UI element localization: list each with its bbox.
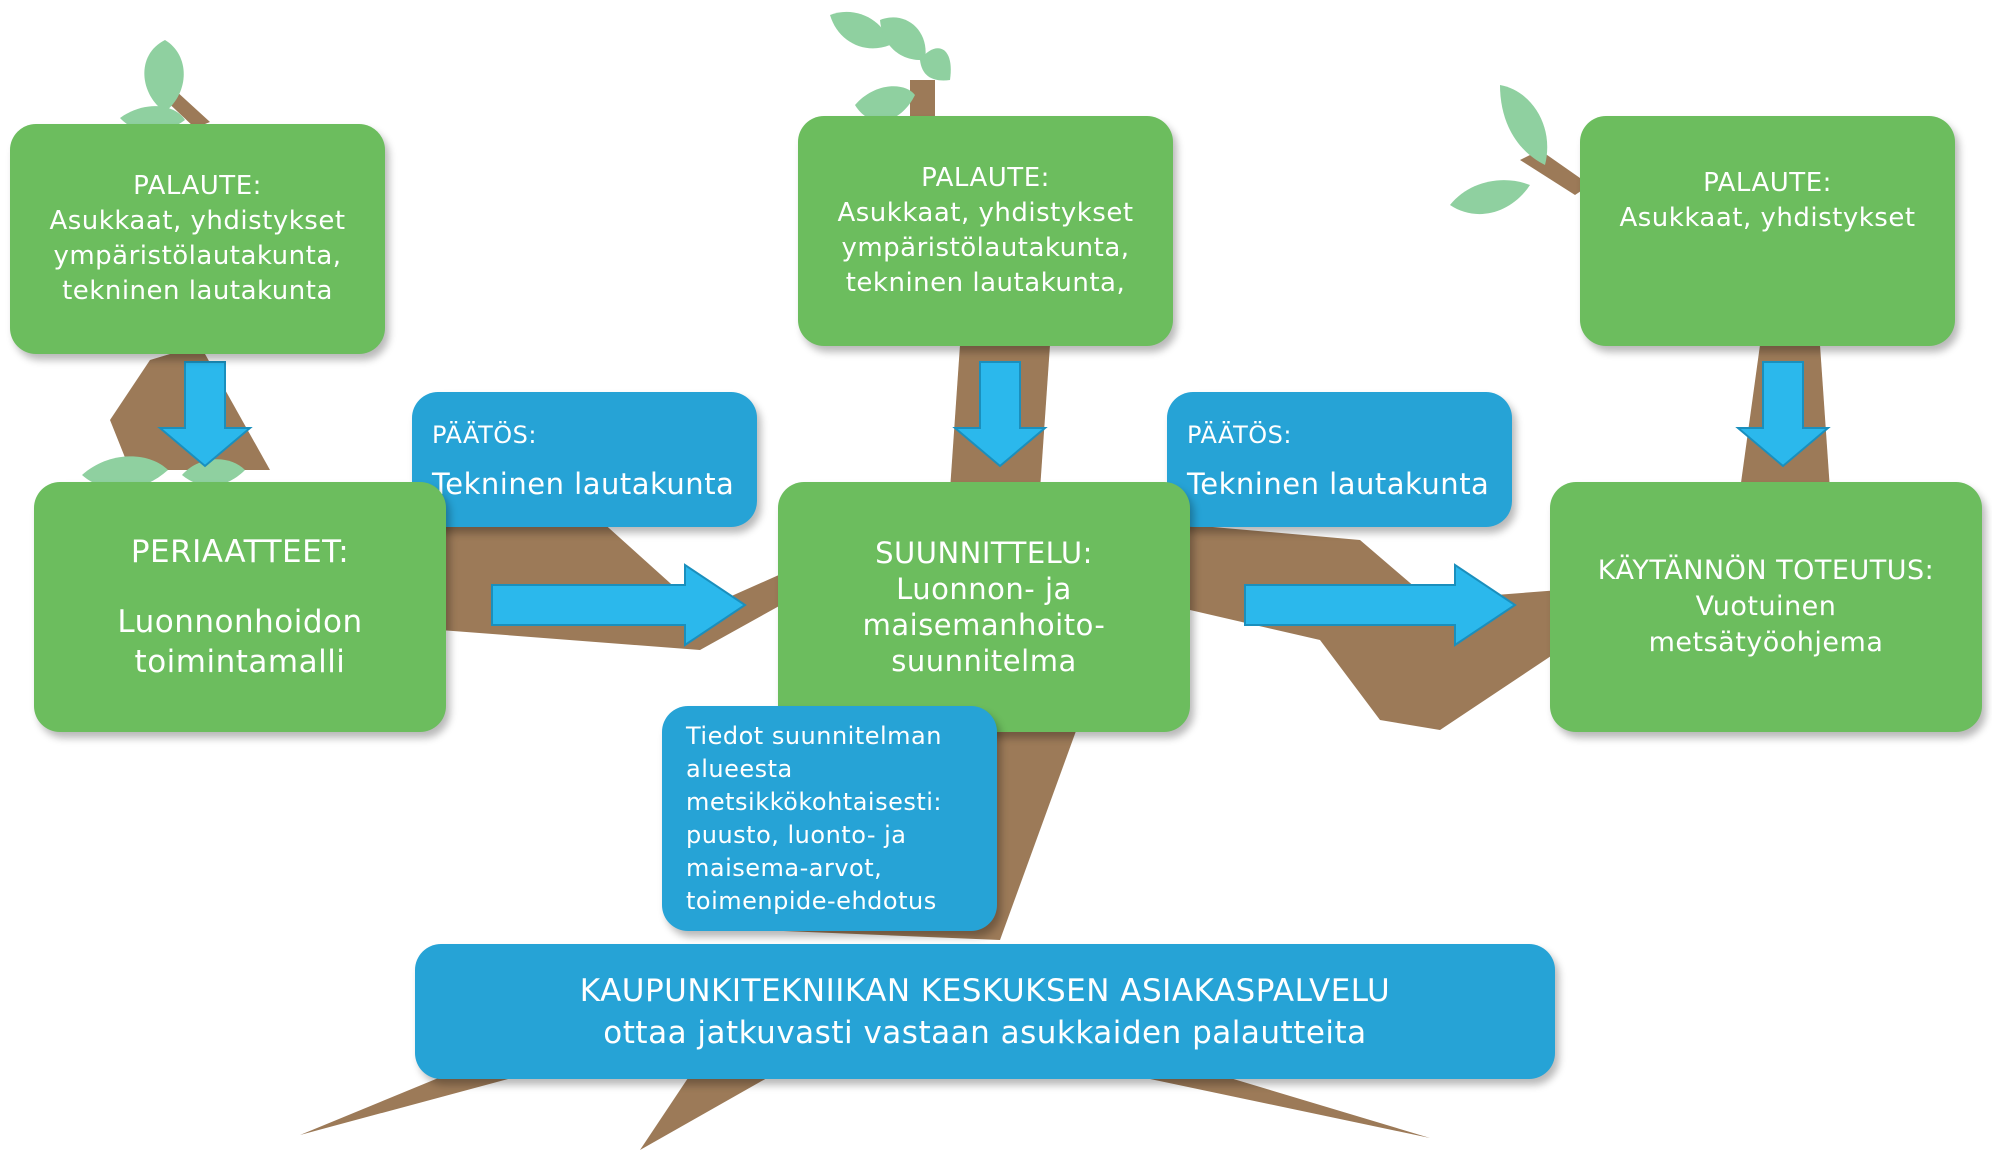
stage-title: SUUNNITTELU:: [875, 536, 1093, 570]
stage-box-implementation: KÄYTÄNNÖN TOTEUTUS: Vuotuinen metsätyöoh…: [1550, 482, 1982, 732]
stage-box-principles: PERIAATTEET: Luonnonhoidon toimintamalli: [34, 482, 446, 732]
customer-service-subtitle: ottaa jatkuvasti vastaan asukkaiden pala…: [603, 1014, 1367, 1051]
feedback-line: Asukkaat, yhdistykset: [837, 198, 1134, 228]
decision-body: Tekninen lautakunta: [1187, 466, 1490, 501]
leaf-icon: [920, 48, 951, 81]
decision-title: PÄÄTÖS:: [432, 420, 537, 449]
info-box: Tiedot suunnitelman alueesta metsikkökoh…: [662, 706, 997, 931]
stage-line: metsätyöohjema: [1648, 627, 1884, 658]
info-line: alueesta: [686, 754, 793, 783]
stage-title: PERIAATTEET:: [130, 534, 350, 570]
feedback-line: tekninen lautakunta,: [845, 268, 1126, 298]
feedback-title: PALAUTE:: [133, 171, 262, 201]
stage-line: Luonnonhoidon: [117, 604, 363, 640]
feedback-line: Asukkaat, yhdistykset: [1619, 203, 1916, 233]
stage-line: suunnitelma: [891, 644, 1077, 678]
customer-service-title: KAUPUNKITEKNIIKAN KESKUKSEN ASIAKASPALVE…: [579, 972, 1391, 1009]
twig-upper-middle: [910, 80, 935, 120]
decision-box-2: PÄÄTÖS: Tekninen lautakunta: [1167, 392, 1512, 527]
arrow-right-2: [1244, 563, 1517, 647]
feedback-box-middle: PALAUTE: Asukkaat, yhdistykset ympäristö…: [798, 116, 1173, 346]
feedback-line: ympäristölautakunta,: [53, 241, 342, 271]
info-line: maisema-arvot,: [686, 853, 883, 882]
root-center: [640, 1060, 790, 1150]
stage-box-planning: SUUNNITTELU: Luonnon- ja maisemanhoito- …: [778, 482, 1190, 732]
arrow-down-3: [1735, 361, 1831, 468]
arrow-down-2: [952, 361, 1048, 468]
customer-service-box: KAUPUNKITEKNIIKAN KESKUKSEN ASIAKASPALVE…: [415, 944, 1555, 1079]
stage-line: Vuotuinen: [1695, 591, 1837, 622]
decision-title: PÄÄTÖS:: [1187, 420, 1292, 449]
arrow-right-1: [491, 563, 747, 647]
feedback-line: ympäristölautakunta,: [841, 233, 1130, 263]
twig-upper-right: [1520, 150, 1590, 195]
info-line: puusto, luonto- ja: [686, 820, 907, 849]
info-line: Tiedot suunnitelman: [686, 721, 942, 750]
leaf-icon: [182, 459, 245, 486]
feedback-box-left: PALAUTE: Asukkaat, yhdistykset ympäristö…: [10, 124, 385, 354]
decision-body: Tekninen lautakunta: [432, 466, 735, 501]
leaf-icon: [830, 11, 890, 49]
stage-title: KÄYTÄNNÖN TOTEUTUS:: [1597, 555, 1935, 586]
stage-line: maisemanhoito-: [862, 608, 1106, 642]
info-line: metsikkökohtaisesti:: [686, 787, 943, 816]
feedback-title: PALAUTE:: [1703, 168, 1832, 198]
feedback-title: PALAUTE:: [921, 163, 1050, 193]
leaf-icon: [1500, 85, 1548, 165]
info-line: toimenpide-ehdotus: [686, 886, 937, 915]
stage-line: toimintamalli: [134, 644, 346, 680]
root-right: [1060, 1060, 1430, 1138]
feedback-box-right: PALAUTE: Asukkaat, yhdistykset: [1580, 116, 1955, 346]
root-left: [300, 1065, 560, 1135]
stage-line: Luonnon- ja: [896, 572, 1072, 606]
leaf-icon: [144, 40, 184, 112]
leaf-icon: [880, 17, 926, 61]
arrow-down-1: [157, 361, 253, 468]
feedback-line: tekninen lautakunta: [62, 276, 333, 306]
branch-right: [1190, 525, 1560, 730]
leaf-icon: [1450, 180, 1530, 215]
leaf-icon: [82, 456, 168, 490]
leaf-icon: [855, 86, 915, 122]
decision-box-1: PÄÄTÖS: Tekninen lautakunta: [412, 392, 757, 527]
feedback-line: Asukkaat, yhdistykset: [49, 206, 346, 236]
flow-arrows: [157, 361, 1831, 647]
